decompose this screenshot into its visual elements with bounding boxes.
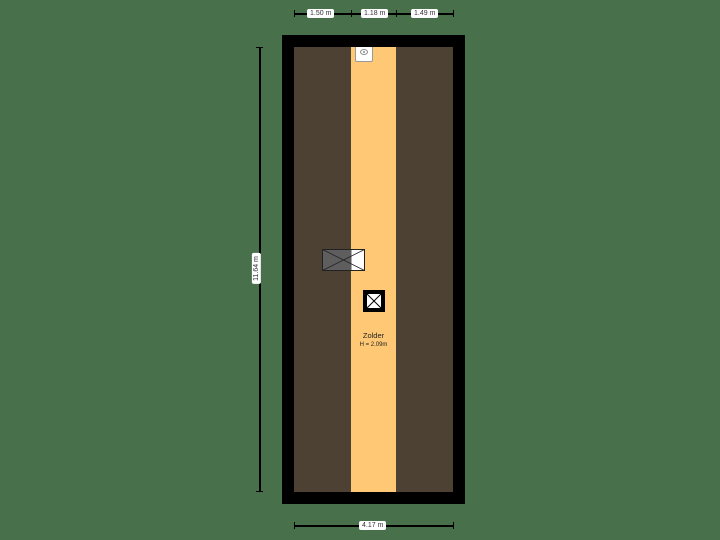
- top-dimension-tick: [294, 10, 295, 17]
- top-dimension-label-3: 1.49 m: [411, 9, 439, 18]
- left-dimension-label: 11.64 m: [251, 253, 261, 284]
- left-dimension-tick: [256, 47, 263, 48]
- skylight-icon[interactable]: [322, 249, 365, 271]
- boiler-icon[interactable]: [355, 47, 373, 62]
- bottom-dimension-tick: [453, 522, 454, 529]
- top-dimension-label-2: 1.18 m: [361, 9, 389, 18]
- top-dimension-tick: [351, 10, 352, 17]
- top-dimension-tick: [396, 10, 397, 17]
- top-dimension-tick: [453, 10, 454, 17]
- room-height-label: H = 2.09m: [359, 342, 388, 348]
- top-dimension-label-1: 1.50 m: [307, 9, 335, 18]
- room-name-label: Zolder: [362, 331, 385, 340]
- bottom-dimension-tick: [294, 522, 295, 529]
- bottom-dimension-label: 4.17 m: [359, 521, 387, 530]
- left-dimension-tick: [256, 491, 263, 492]
- roof-hatch-icon[interactable]: [363, 290, 385, 312]
